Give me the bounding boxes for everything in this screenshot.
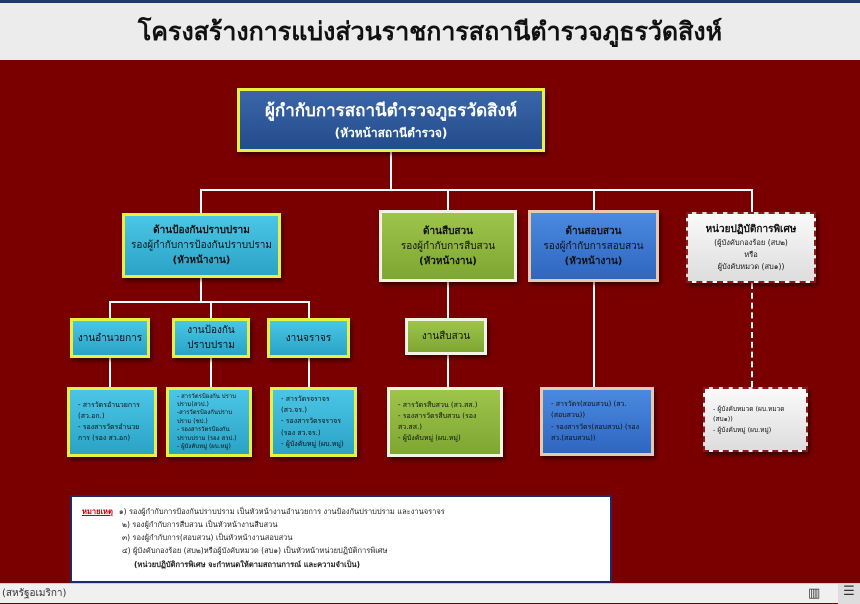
- connector: [751, 189, 753, 212]
- language-status[interactable]: (สหรัฐอเมริกา): [2, 588, 67, 599]
- detail-admin: - สารวัตรอำนวยการ (สว.อก.) - รองสารวัตรอำ…: [67, 387, 157, 457]
- unit-label: งานอำนวยการ: [77, 332, 143, 344]
- dept-line: (ผู้บังคับกองร้อย (สบ๒): [714, 238, 788, 247]
- note-item: ๑) รองผู้กำกับการป้องกันปราบปราม เป็นหัว…: [118, 507, 445, 516]
- notes-box: หมายเหตุ ๑) รองผู้กำกับการป้องกันปราบปราม…: [70, 495, 612, 583]
- detail-traffic: - สารวัตรจราจร (สว.จร.)- รองสารวัตรจราจร…: [270, 387, 357, 457]
- note-item: ๔) ผู้บังคับกองร้อย (สบ๒)หรือผู้บังคับหม…: [122, 546, 388, 556]
- detail-line: - ผู้บังคับหมู่ (ผบ.หมู่): [177, 442, 231, 450]
- connector: [200, 278, 202, 302]
- detail-line: - ผู้บังคับหมวด (ผบ.หมวด (สบ๑)): [713, 404, 785, 424]
- dept-role: (หัวหน้างาน): [419, 255, 477, 267]
- detail-investigation: - สารวัตรสืบสวน (สว.สส.) - รองสารวัตรสืบส…: [387, 387, 503, 457]
- detail-special-ops: - ผู้บังคับหมวด (ผบ.หมวด (สบ๑))- ผู้บังค…: [703, 387, 808, 452]
- connector: [200, 189, 202, 213]
- connector: [447, 189, 449, 210]
- connector: [200, 189, 753, 191]
- print-layout-icon[interactable]: ☰: [838, 584, 860, 604]
- detail-line: - ผู้บังคับหมู่ (ผบ.หมู่): [398, 434, 461, 443]
- dept-role: (หัวหน้างาน): [564, 255, 623, 267]
- detail-line: - สารวัตรสืบสวน (สว.สส.): [398, 400, 478, 409]
- connector: [593, 189, 595, 210]
- dept-line: หรือ: [744, 250, 758, 259]
- note-item: (หน่วยปฏิบัติการพิเศษ จะกำหนดให้ตามสถานก…: [134, 559, 361, 569]
- unit-label: งานจราจร: [285, 332, 332, 344]
- detail-line: - รองสารวัตร(สอบสวน) (รอง สว.(สอบสวน)): [551, 422, 640, 442]
- detail-line: - สารวัตรอำนวยการ (สว.อก.): [78, 400, 140, 420]
- dept-title: ด้านสอบสวน: [565, 225, 622, 237]
- dept-role: (หัวหน้างาน): [172, 255, 231, 266]
- connector: [447, 282, 449, 318]
- read-mode-icon[interactable]: ▥: [808, 586, 821, 601]
- connector: [593, 282, 595, 387]
- connector: [210, 301, 212, 318]
- dept-title: ด้านป้องกันปราบปราม: [153, 225, 250, 236]
- unit-traffic: งานจราจร: [267, 318, 350, 358]
- dept-deputy: รองผู้กำกับการสืบสวน: [400, 240, 496, 252]
- note-item: ๓) รองผู้กำกับการ(สอบสวน) เป็นหัวหน้างาน…: [122, 533, 293, 543]
- detail-line: - สารวัตร(สอบสวน) (สว.(สอบสวน)): [551, 400, 627, 420]
- chief-box: ผู้กำกับการสถานีตำรวจภูธรวัดสิงห์ (หัวหน…: [237, 88, 545, 152]
- detail-inquiry: - สารวัตร(สอบสวน) (สว.(สอบสวน))- รองสารว…: [540, 387, 654, 456]
- page-title: โครงสร้างการแบ่งส่วนราชการสถานีตำรวจภูธร…: [0, 0, 860, 60]
- dept-deputy: รองผู้กำกับการป้องกันปราบปราม: [131, 240, 272, 251]
- detail-line: - ผู้บังคับหมู่ (ผบ.หมู่): [713, 425, 772, 434]
- detail-line: - ผู้บังคับหมู่ (ผบ.หมู่): [281, 439, 344, 448]
- unit-label: งานสืบสวน: [421, 331, 471, 342]
- note-item: ๒) รองผู้กำกับการสืบสวน เป็นหัวหน้างานสื…: [122, 520, 278, 530]
- unit-label: งานป้องกันปราบปราม: [187, 325, 235, 351]
- detail-line: - รองสารวัตรอำนวยการ (รอง สว.อก): [78, 423, 140, 443]
- detail-line: - รองสารวัตรสืบสวน (รอง สว.สส.): [398, 411, 477, 431]
- detail-line: - สารวัตรป้องกัน ปราบปราม(สวป.): [177, 392, 237, 409]
- unit-admin: งานอำนวยการ: [70, 318, 150, 358]
- detail-line: - รองสารวัตรจราจร (รอง สว.จร.): [281, 417, 341, 437]
- detail-line: - รองสารวัตรป้องกัน ปราบปราม (รอง สวป.): [177, 426, 237, 442]
- connector: [751, 283, 753, 387]
- status-bar: (สหรัฐอเมริกา) ▥ ☰: [0, 583, 860, 604]
- unit-investigation: งานสืบสวน: [405, 318, 487, 355]
- connector: [210, 358, 212, 387]
- dept-investigation: ด้านสืบสวน รองผู้กำกับการสืบสวน (หัวหน้า…: [379, 210, 517, 282]
- dept-special-ops: หน่วยปฏิบัติการพิเศษ (ผู้บังคับกองร้อย (…: [686, 212, 816, 283]
- connector: [390, 152, 392, 190]
- dept-title: ด้านสืบสวน: [423, 225, 473, 237]
- connector: [109, 301, 310, 303]
- connector: [308, 301, 310, 318]
- detail-suppression: - สารวัตรป้องกัน ปราบปราม(สวป.)-สารวัตรป…: [166, 387, 252, 457]
- chief-subtitle: (หัวหน้าสถานีตำรวจ): [334, 126, 448, 140]
- connector: [308, 358, 310, 387]
- connector: [447, 355, 449, 387]
- connector: [109, 301, 111, 318]
- detail-line: -สารวัตรป้องกันปราบปราม (ชป.): [177, 409, 233, 425]
- notes-label: หมายเหตุ: [82, 507, 113, 516]
- dept-inquiry: ด้านสอบสวน รองผู้กำกับการสอบสวน (หัวหน้า…: [528, 210, 659, 282]
- unit-suppression: งานป้องกันปราบปราม: [172, 318, 250, 358]
- dept-prevention: ด้านป้องกันปราบปราม รองผู้กำกับการป้องกั…: [122, 213, 281, 278]
- detail-line: - สารวัตรจราจร (สว.จร.): [281, 395, 330, 415]
- dept-deputy: รองผู้กำกับการสอบสวน: [543, 240, 644, 252]
- connector: [109, 358, 111, 387]
- chief-title: ผู้กำกับการสถานีตำรวจภูธรวัดสิงห์: [264, 101, 518, 121]
- dept-line: ผู้บังคับหมวด (สบ๑)): [717, 262, 785, 271]
- dept-title: หน่วยปฏิบัติการพิเศษ: [705, 224, 797, 235]
